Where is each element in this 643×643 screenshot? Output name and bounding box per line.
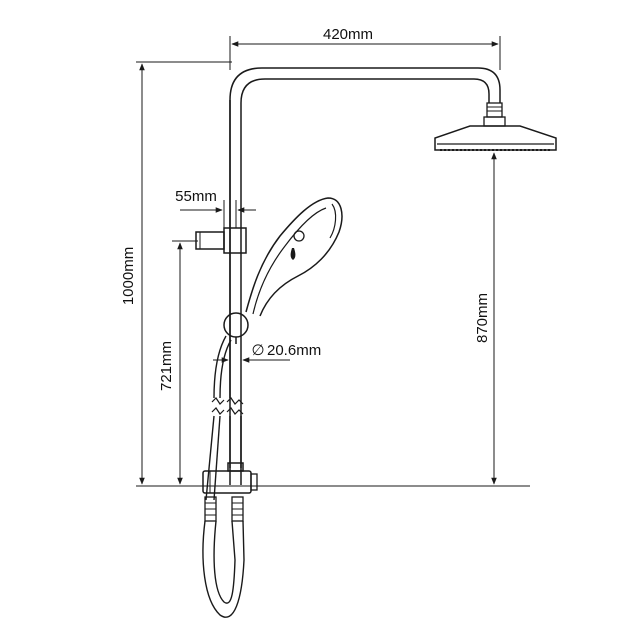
holder-height-label: 721mm — [158, 341, 175, 391]
head-height-dimension: 870mm — [474, 152, 497, 485]
diverter-block — [202, 462, 258, 494]
slide-bar-lower — [229, 416, 242, 468]
break-marks — [211, 397, 244, 415]
width-label: 420mm — [323, 26, 373, 43]
hose-loop — [202, 415, 245, 618]
offset-dimension: 55mm — [175, 188, 256, 232]
rain-shower-head — [434, 102, 557, 151]
total-height-dimension: 1000mm — [120, 61, 232, 485]
diameter-dimension: ∅ 20.6mm — [213, 342, 321, 363]
diameter-label: 20.6mm — [267, 342, 321, 359]
head-height-label: 870mm — [474, 293, 491, 343]
total-height-label: 1000mm — [120, 247, 137, 305]
hose-upper — [213, 335, 232, 399]
holder-height-dimension: 721mm — [158, 240, 198, 485]
wall-bracket — [195, 227, 247, 254]
offset-label: 55mm — [175, 188, 217, 205]
hand-shower — [245, 197, 343, 317]
diameter-symbol: ∅ — [251, 342, 264, 359]
slider-knob — [223, 312, 249, 344]
riser-pipe — [229, 67, 501, 485]
width-dimension: 420mm — [229, 26, 501, 70]
